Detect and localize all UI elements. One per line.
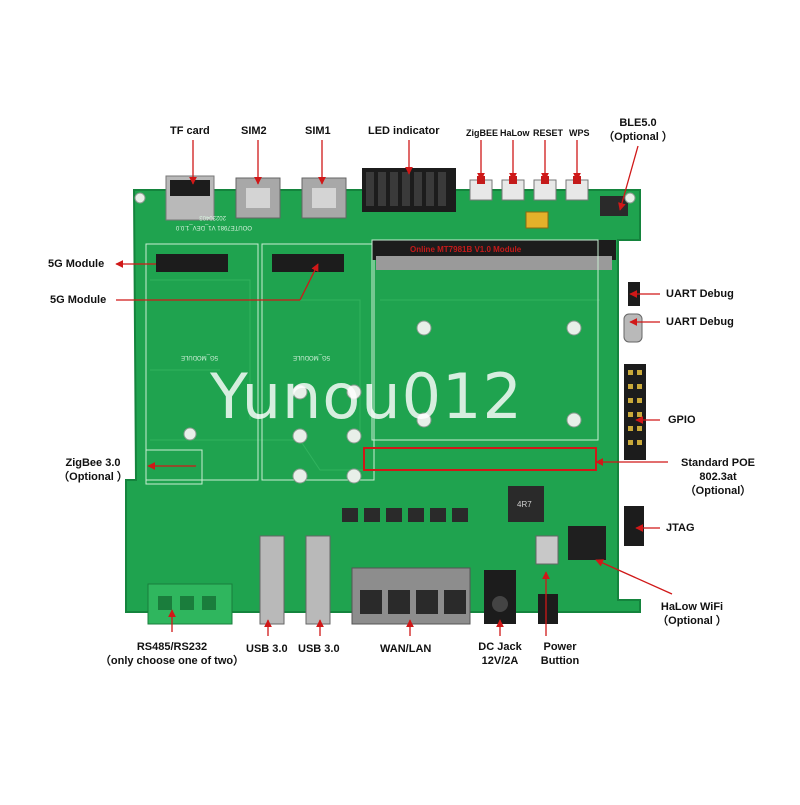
label-jtag: JTAG [666,522,695,534]
silk-core-module: Online MT7981B V1.0 Module [410,245,522,254]
label-power-line2: Buttion [540,655,580,667]
core-module-area [371,239,599,441]
tantalum-capacitor [525,211,549,229]
label-usb-b: USB 3.0 [298,643,340,655]
sim1-slot-inner [312,188,336,208]
label-dc-line1: DC Jack [478,641,522,653]
label-sim2: SIM2 [241,125,267,137]
label-tf-card: TF card [170,125,210,137]
label-led-indicator: LED indicator [368,125,440,137]
label-poe-line2: 802.3at [699,471,737,483]
halow-module [568,526,606,560]
label-uart-debug-1: UART Debug [666,288,734,300]
power-button-cap [538,594,558,624]
label-poe: Standard POE 802.3at （Optional） [668,456,768,498]
magnetics-row [342,508,468,522]
label-wps-button: WPS [569,128,590,138]
label-zigbee-button: ZigBEE [466,128,499,138]
silk-module-right: 5G_MODULE [293,354,330,360]
label-rs485-rs232: RS485/RS232 （only choose one of two） [82,640,262,668]
silk-module-left: 5G_MODULE [181,354,218,360]
label-reset-button: RESET [533,128,564,138]
label-rs-line1: RS485/RS232 [136,641,208,653]
label-halow-button: HaLow [500,128,530,138]
core-module-slot [372,240,616,260]
m2-slot-left [156,254,228,272]
label-5g-module-b: 5G Module [50,294,107,306]
module-5g-outline-right [261,243,375,481]
label-zigbee-line1: ZigBee 3.0 [65,457,121,469]
terminal-screws [158,596,216,610]
label-halow-wifi-line2: （Optional ） [657,615,727,627]
usb-c-debug [623,313,643,343]
sim2-slot-inner [246,188,270,208]
label-sim1: SIM1 [305,125,331,137]
mounting-holes [134,192,636,484]
label-poe-line1: Standard POE [681,457,755,469]
silk-serial: OOUTE7981 V1_DEV_1.0.0 [175,224,252,230]
label-power-button: Power Buttion [530,640,590,668]
gpio-header [624,364,646,460]
dc-jack-hole [492,596,508,612]
label-zigbee-line2: （Optional ） [58,471,128,483]
callout-arrows [115,140,673,636]
watermark-text: Yunou012 [210,360,523,433]
label-rs-line2: （only choose one of two） [99,655,245,667]
label-usb-a: USB 3.0 [246,643,288,655]
label-5g-module-a: 5G Module [48,258,105,270]
label-gpio: GPIO [668,414,696,426]
label-power-line1: Power [543,641,577,653]
jtag-header [624,506,644,546]
silk-inductor: 4R7 [517,500,532,509]
gpio-pins [628,370,642,445]
label-wan-lan: WAN/LAN [380,643,432,655]
rj45-ports [360,590,466,614]
m2-slot-right [272,254,344,272]
led-indicator-segments [366,172,446,206]
label-halow-wifi-line1: HaLow WiFi [660,601,724,613]
label-halow-wifi: HaLow WiFi （Optional ） [640,600,744,628]
usb-port-b [305,535,331,625]
label-ble-line1: BLE5.0 [619,117,657,129]
label-ble-line2: （Optional ） [603,131,673,143]
label-dc-line2: 12V/2A [481,655,519,667]
ble-chip [600,196,628,216]
label-poe-line3: （Optional） [684,485,752,497]
label-dc-jack: DC Jack 12V/2A [472,640,528,668]
tf-card-slot-inner [170,180,210,196]
label-uart-debug-2: UART Debug [666,316,734,328]
power-button-body [535,535,559,565]
label-ble: BLE5.0 （Optional ） [590,116,686,144]
usb-port-a [259,535,285,625]
core-module-slot-metal [376,256,612,270]
silk-date: 20230403 [199,214,226,220]
zigbee-module [145,449,203,485]
label-zigbee: ZigBee 3.0 （Optional ） [40,456,146,484]
inductor [508,486,544,522]
